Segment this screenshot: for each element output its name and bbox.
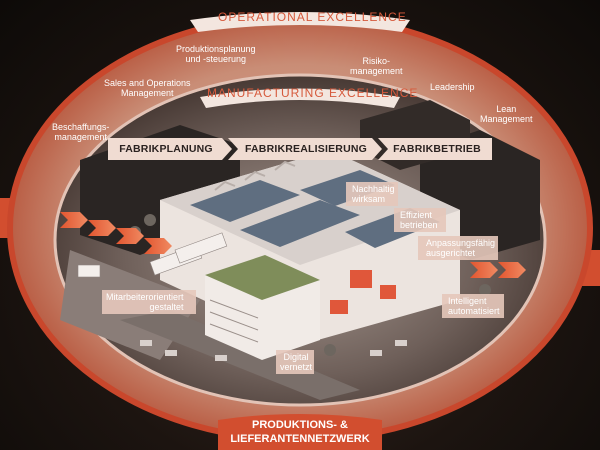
solar-panel-2	[240, 200, 360, 247]
solar-panel-1	[190, 180, 300, 222]
phase-fabrikbetrieb: FABRIKBETRIEB	[393, 143, 481, 155]
flow-arrows-left	[60, 212, 172, 254]
network-tab	[218, 414, 382, 450]
office-windows	[209, 299, 259, 343]
phase-chevron-3	[378, 138, 492, 160]
manufacturing-excellence-banner: MANUFACTURING EXCELLENCE	[207, 86, 419, 100]
equipment-1	[350, 270, 372, 288]
operational-excellence-banner: OPERATIONAL EXCELLENCE	[218, 10, 407, 24]
equipment-3	[330, 300, 348, 314]
function-beschaffungsmanagement: Beschaffungs- management	[52, 122, 110, 142]
operational-band	[190, 12, 410, 32]
cars	[140, 340, 407, 361]
road	[120, 310, 360, 400]
green-roof	[205, 255, 320, 300]
equipment-2	[380, 285, 396, 299]
feature-digital: Digital vernetzt	[280, 352, 313, 372]
function-sales-operations: Sales and Operations Management	[104, 78, 191, 98]
phase-chevron-1	[108, 138, 232, 160]
phase-fabrikplanung: FABRIKPLANUNG	[119, 143, 213, 155]
feature-effizient: Effizient betrieben	[400, 210, 438, 230]
feature-mitarbeiterorientiert: Mitarbeiterorientiert gestaltet	[106, 292, 184, 312]
feature-nachhaltig: Nachhaltig wirksam	[352, 184, 395, 204]
function-risikomanagement: Risiko- management	[350, 56, 403, 76]
feature-intelligent: Intelligent automatisiert	[448, 296, 500, 316]
feature-anpassungsfaehig: Anpassungsfähig ausgerichtet	[426, 238, 496, 258]
phase-fabrikrealisierung: FABRIKREALISIERUNG	[244, 143, 368, 155]
feature-panels	[102, 182, 504, 374]
trucks	[77, 232, 228, 278]
manufacturing-band	[200, 88, 400, 108]
roof-sawtooth	[214, 160, 296, 191]
function-produktionsplanung: Produktionsplanung und -steuerung	[176, 44, 256, 64]
phase-chevron-2	[228, 138, 382, 160]
function-lean-management: Lean Management	[480, 104, 533, 124]
function-leadership: Leadership	[430, 82, 475, 92]
network-label: PRODUKTIONS- & LIEFERANTENNETZWERK	[230, 419, 370, 445]
flow-arrows-right	[470, 262, 526, 278]
